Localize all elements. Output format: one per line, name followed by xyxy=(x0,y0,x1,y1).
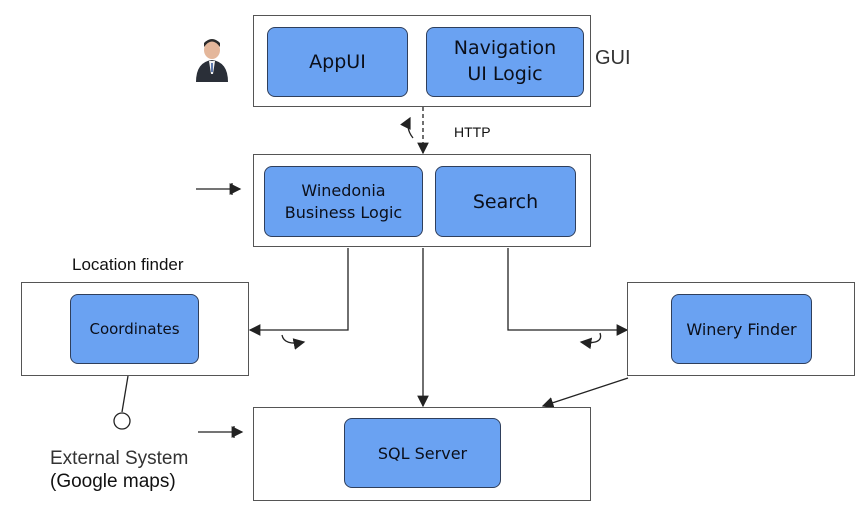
winery-to-sql-connector xyxy=(541,377,629,409)
winedonia-business-logic-label: Winedonia Business Logic xyxy=(284,180,403,222)
business-to-location-connector xyxy=(248,248,349,336)
search-label: Search xyxy=(472,190,539,213)
external-system-subtitle: (Google maps) xyxy=(50,471,176,492)
user-avatar-icon xyxy=(196,39,228,82)
http-label: HTTP xyxy=(454,124,491,140)
coordinates-to-external-connector xyxy=(121,375,129,413)
coordinates-label: Coordinates xyxy=(89,320,180,338)
external-system-title: External System xyxy=(50,448,189,469)
winery-finder-box: Winery Finder xyxy=(671,294,812,364)
gui-label: GUI xyxy=(595,47,631,69)
sql-server-label: SQL Server xyxy=(377,443,468,463)
app-ui-box: AppUI xyxy=(267,27,408,97)
location-return-icon xyxy=(281,334,306,350)
winery-finder-label: Winery Finder xyxy=(686,319,797,339)
app-ui-label: AppUI xyxy=(309,51,366,73)
http-return-icon xyxy=(400,116,414,139)
navigation-ui-logic-box: Navigation UI Logic xyxy=(426,27,584,97)
sql-server-box: SQL Server xyxy=(344,418,501,488)
coordinates-box: Coordinates xyxy=(70,294,199,364)
winery-return-icon xyxy=(579,332,602,350)
navigation-ui-logic-label: Navigation UI Logic xyxy=(453,37,557,85)
location-finder-title: Location finder xyxy=(72,255,184,274)
business-to-winery-connector xyxy=(507,248,629,336)
business-entry-arrow xyxy=(196,183,242,195)
search-box: Search xyxy=(435,166,576,237)
sql-entry-arrow xyxy=(198,426,244,438)
external-interface-circle xyxy=(113,412,131,430)
winedonia-business-logic-box: Winedonia Business Logic xyxy=(264,166,423,237)
